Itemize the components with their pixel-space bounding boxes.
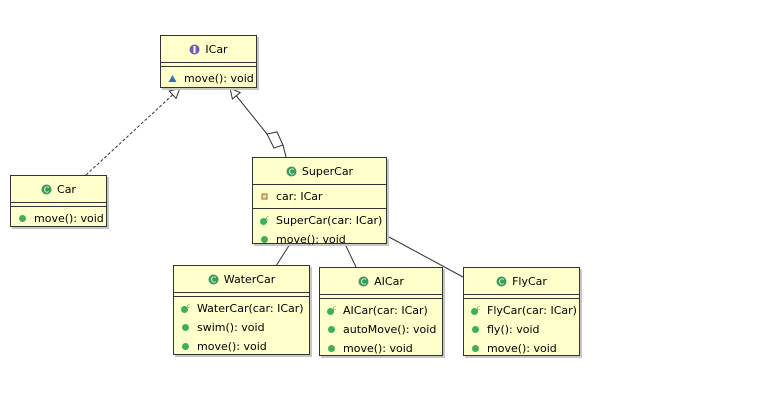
public-visibility-icon	[19, 215, 26, 222]
default-visibility-icon	[261, 193, 268, 200]
icar-interface-box[interactable]: ICar move(): void	[160, 35, 257, 88]
aicar-header: C AICar	[320, 268, 442, 295]
svg-text:C: C	[210, 275, 216, 284]
method-row: swim(): void	[174, 318, 309, 337]
car-class-box[interactable]: C Car move(): void	[10, 175, 107, 227]
methods-section: c WaterCar(car: ICar) swim(): void move(…	[174, 297, 309, 358]
method-row: move(): void	[253, 230, 386, 249]
class-icon: C	[41, 184, 52, 194]
svg-text:c: c	[266, 215, 269, 222]
attributes-section	[320, 295, 442, 299]
svg-text:c: c	[333, 305, 336, 312]
svg-text:C: C	[361, 277, 367, 286]
public-visibility-icon	[261, 236, 268, 243]
watercar-header: C WaterCar	[174, 266, 309, 293]
constructor-icon: c	[260, 215, 269, 225]
constructor-row: c SuperCar(car: ICar)	[253, 211, 386, 230]
association-aggregation-tail	[282, 144, 287, 158]
class-name: SuperCar	[301, 164, 354, 178]
method-row: autoMove(): void	[320, 320, 442, 339]
class-name: AICar	[374, 274, 404, 288]
constructor-row: c WaterCar(car: ICar)	[174, 299, 309, 318]
methods-section: c AICar(car: ICar) autoMove(): void move…	[320, 299, 442, 360]
constructor-icon: c	[471, 305, 480, 315]
class-icon: C	[208, 274, 219, 284]
watercar-class-box[interactable]: C WaterCar c WaterCar(car: ICar) swim():…	[173, 265, 310, 355]
aggregation-diamond	[266, 131, 284, 149]
flycar-class-box[interactable]: C FlyCar c FlyCar(car: ICar) fly(): void…	[463, 267, 580, 356]
class-icon: C	[496, 276, 507, 286]
class-name: FlyCar	[512, 274, 547, 288]
generalization-supercar-icar	[230, 88, 268, 135]
methods-section: move(): void	[11, 207, 106, 230]
package-visibility-icon	[168, 75, 177, 82]
constructor-icon: c	[181, 303, 190, 313]
public-visibility-icon	[472, 326, 479, 333]
icar-header: ICar	[161, 36, 256, 63]
association-flycar-supercar	[388, 236, 464, 278]
method-row: move(): void	[320, 339, 442, 358]
svg-text:c: c	[187, 303, 190, 310]
class-name: Car	[57, 182, 76, 196]
class-name: ICar	[205, 42, 228, 56]
method-row: move(): void	[464, 339, 579, 358]
public-visibility-icon	[328, 345, 335, 352]
method-row: fly(): void	[464, 320, 579, 339]
class-icon: C	[358, 276, 369, 286]
method-row: move(): void	[11, 209, 106, 228]
public-visibility-icon	[182, 324, 189, 331]
methods-section: move(): void	[161, 67, 256, 90]
supercar-class-box[interactable]: C SuperCar car: ICar c SuperCar(car: ICa…	[252, 157, 387, 246]
constructor-row: c AICar(car: ICar)	[320, 301, 442, 320]
realization-car-icar	[85, 88, 180, 176]
supercar-header: C SuperCar	[253, 158, 386, 185]
interface-icon	[189, 44, 200, 54]
methods-section: c SuperCar(car: ICar) move(): void	[253, 209, 386, 251]
association-watercar-supercar	[275, 243, 291, 267]
methods-section: c FlyCar(car: ICar) fly(): void move(): …	[464, 299, 579, 360]
svg-text:c: c	[477, 305, 480, 312]
aicar-class-box[interactable]: C AICar c AICar(car: ICar) autoMove(): v…	[319, 267, 443, 356]
attribute-row: car: ICar	[253, 187, 386, 206]
method-row: move(): void	[174, 337, 309, 356]
attributes-section: car: ICar	[253, 185, 386, 209]
public-visibility-icon	[182, 343, 189, 350]
public-visibility-icon	[328, 326, 335, 333]
flycar-header: C FlyCar	[464, 268, 579, 295]
attributes-section	[11, 203, 106, 207]
class-name: WaterCar	[223, 272, 276, 286]
association-aicar-supercar	[344, 243, 357, 268]
svg-text:C: C	[44, 185, 50, 194]
class-icon: C	[286, 166, 297, 176]
car-header: C Car	[11, 176, 106, 203]
attributes-section	[464, 295, 579, 299]
attributes-section	[161, 63, 256, 67]
attributes-section	[174, 293, 309, 297]
svg-text:C: C	[289, 167, 295, 176]
constructor-row: c FlyCar(car: ICar)	[464, 301, 579, 320]
svg-text:C: C	[499, 277, 505, 286]
constructor-icon: c	[327, 305, 336, 315]
public-visibility-icon	[472, 345, 479, 352]
method-row: move(): void	[161, 69, 256, 88]
